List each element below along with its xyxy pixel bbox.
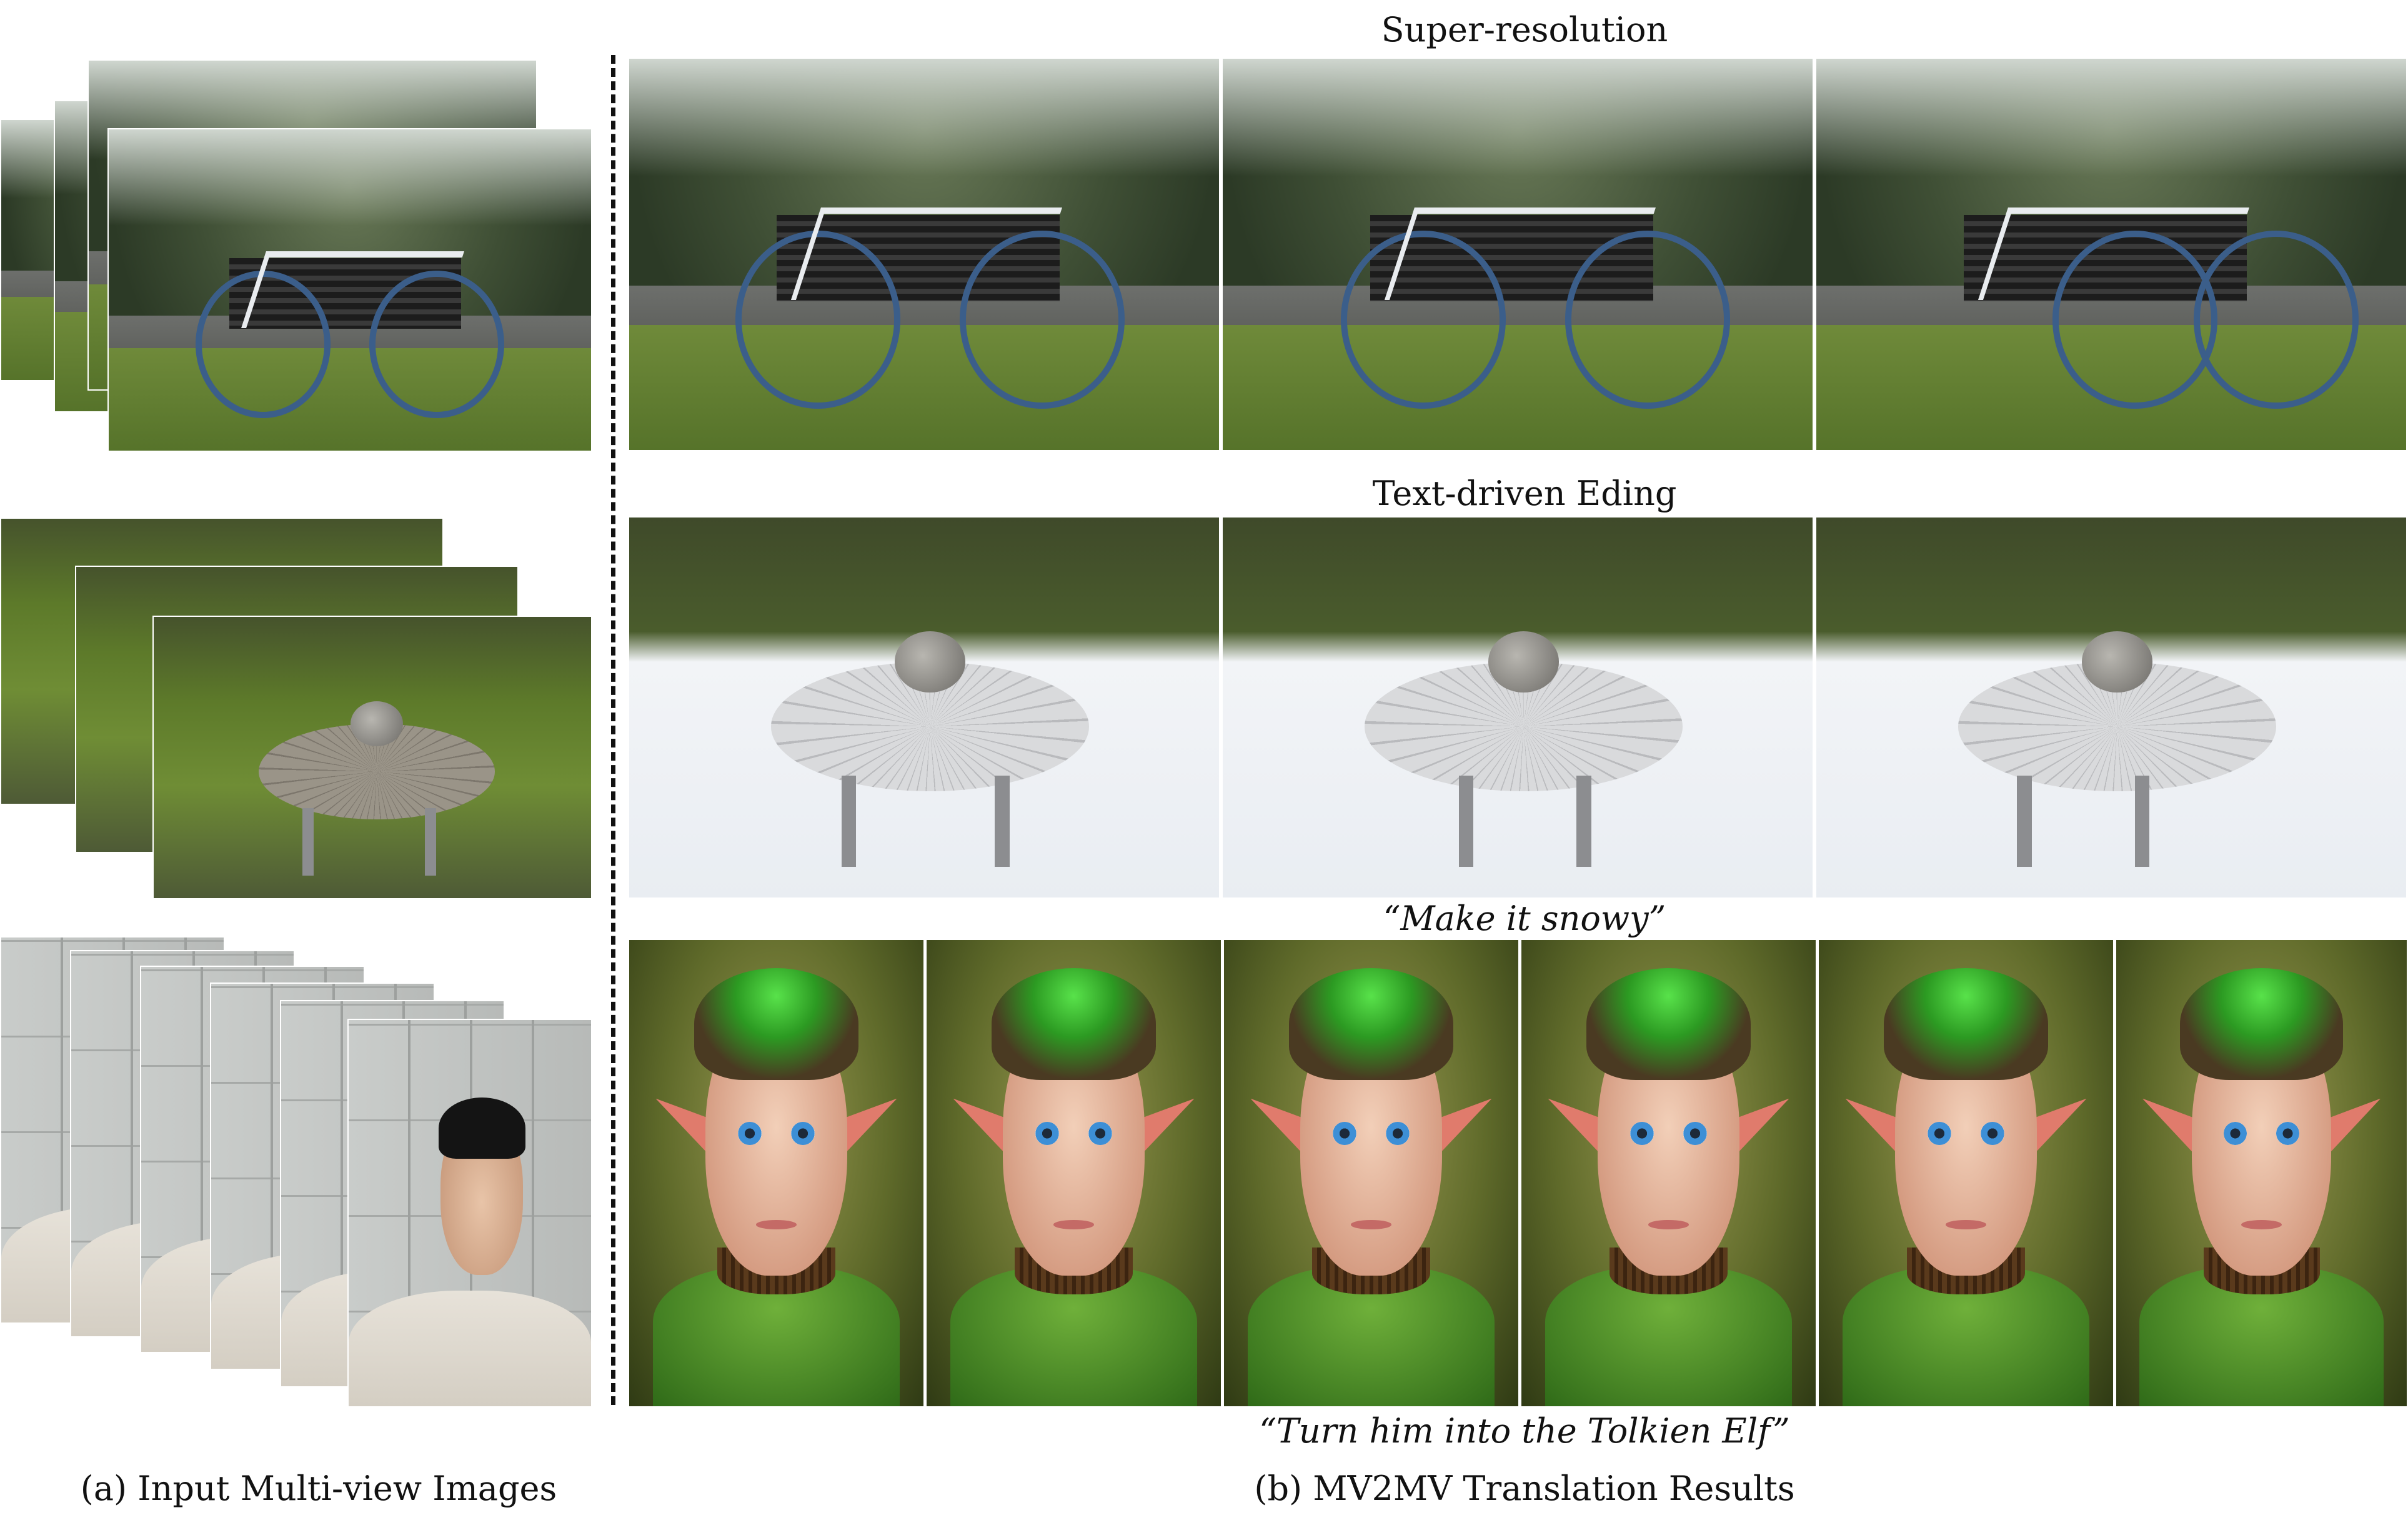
result-garden-2	[1221, 516, 1814, 899]
row-title-text-driven: Text-driven Eding	[1372, 474, 1677, 513]
prompt-snowy: “Make it snowy”	[1383, 899, 1666, 938]
prompt-elf: “Turn him into the Tolkien Elf”	[1259, 1411, 1790, 1451]
input-bike-view-front	[107, 128, 592, 452]
row-title-super-resolution: Super-resolution	[1381, 10, 1668, 49]
result-garden-1	[628, 516, 1220, 899]
result-elf-2	[925, 939, 1222, 1408]
input-garden-view-front	[152, 616, 592, 899]
result-elf-5	[1818, 939, 2114, 1408]
caption-input-multiview: (a) Input Multi-view Images	[80, 1469, 557, 1508]
input-portrait-view-front	[347, 1019, 592, 1408]
result-elf-6	[2115, 939, 2408, 1408]
result-bike-3	[1815, 58, 2407, 451]
result-bike-2	[1221, 58, 1814, 451]
result-elf-4	[1520, 939, 1817, 1408]
result-garden-3	[1815, 516, 2407, 899]
result-bike-1	[628, 58, 1220, 451]
result-elf-3	[1223, 939, 1520, 1408]
caption-translation-results: (b) MV2MV Translation Results	[1254, 1469, 1795, 1508]
dashed-divider	[611, 55, 615, 1405]
result-elf-1	[628, 939, 925, 1408]
